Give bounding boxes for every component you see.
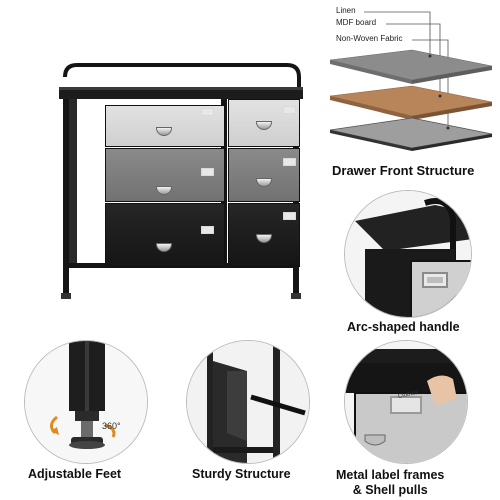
caption-sturdy-structure: Sturdy Structure [192,467,291,481]
detail-circle-feet [24,340,148,464]
detail-circle-handle [344,190,472,318]
label-frame-icon [201,108,214,116]
layer-diagram [329,11,493,151]
label-frame-icon [283,106,296,114]
detail-circle-structure [186,340,310,464]
feet-detail-image [25,341,147,463]
detail-circle-label-frames [344,340,468,464]
caption-drawer-front-structure: Drawer Front Structure [332,163,475,178]
label-frame-icon [201,168,214,176]
label-non-woven-fabric: Non-Woven Fabric [336,34,403,43]
drawer-middle-right[interactable] [228,148,300,202]
drawer-bottom-left[interactable] [105,203,225,267]
label-frame-icon [283,158,296,166]
structure-detail-image [187,341,309,463]
caption-arc-shaped-handle: Arc-shaped handle [347,320,460,334]
caption-adjustable-feet: Adjustable Feet [28,467,122,481]
label-frame-icon [201,226,214,234]
label-linen: Linen [336,6,356,15]
handle-detail-image [345,191,471,317]
caption-metal-label-frames: Metal label frames & Shell pulls [336,468,444,498]
drawer-top-left[interactable] [105,105,225,147]
label-frames-detail-image [345,341,467,463]
rotation-degree-label: 360° [102,421,121,431]
caption-line-1: Metal label frames [336,468,445,482]
caption-line-2: & Shell pulls [352,483,428,497]
label-mdf: MDF board [336,18,377,27]
label-frame-icon [283,212,296,220]
